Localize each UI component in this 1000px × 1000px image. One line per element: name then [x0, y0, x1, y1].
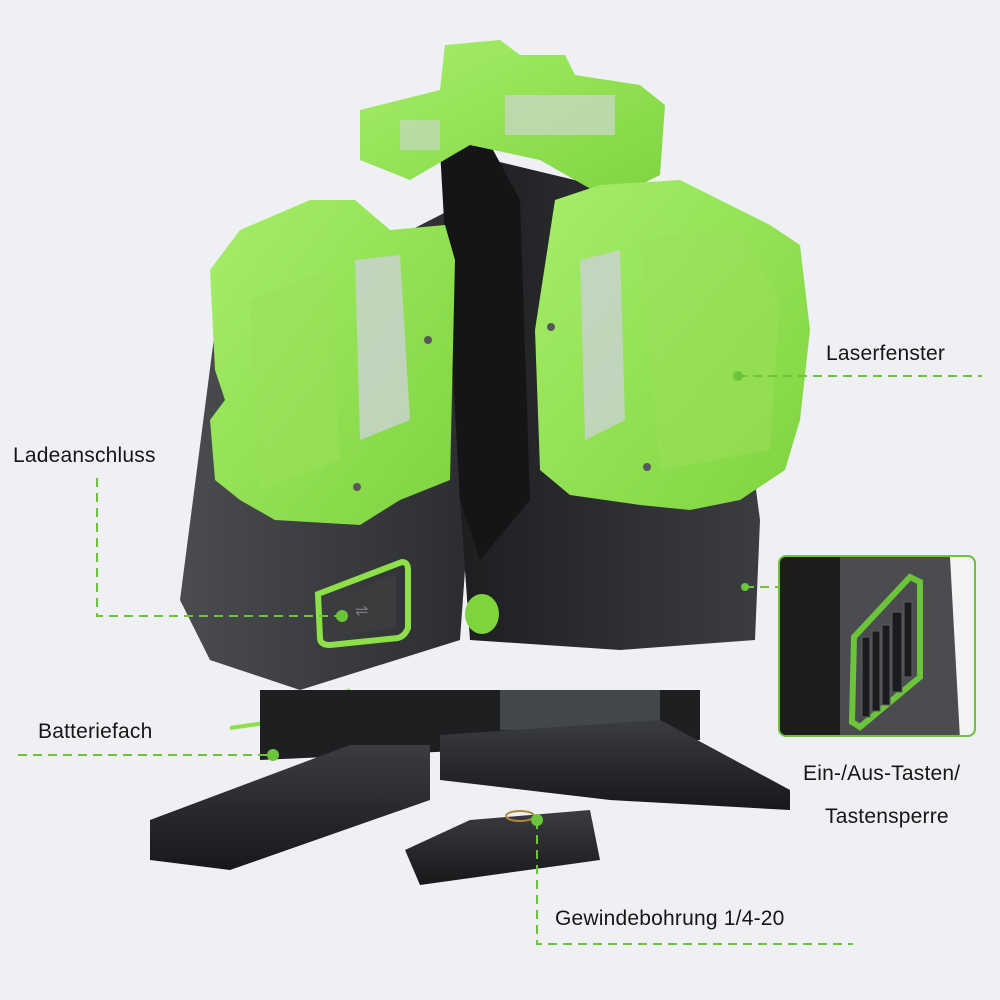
label-laser-window: Laserfenster [826, 342, 946, 365]
level-indicator-knob [465, 594, 499, 634]
label-battery-compartment: Batteriefach [38, 720, 153, 743]
mounting-base [150, 690, 790, 885]
charging-port: ⇌ [314, 558, 411, 649]
left-laser-window [210, 200, 455, 525]
label-power-button-line2: Tastensperre [825, 805, 949, 828]
label-thread-mount: Gewindebohrung 1/4-20 [555, 907, 785, 930]
top-laser-window [360, 40, 665, 200]
leader-lines [18, 375, 982, 945]
usb-icon: ⇌ [355, 601, 368, 620]
label-charging-port: Ladeanschluss [13, 444, 156, 467]
power-button-closeup [778, 555, 976, 737]
right-laser-window [535, 180, 810, 510]
label-power-button-line1: Ein-/Aus-Tasten/ [803, 762, 961, 785]
